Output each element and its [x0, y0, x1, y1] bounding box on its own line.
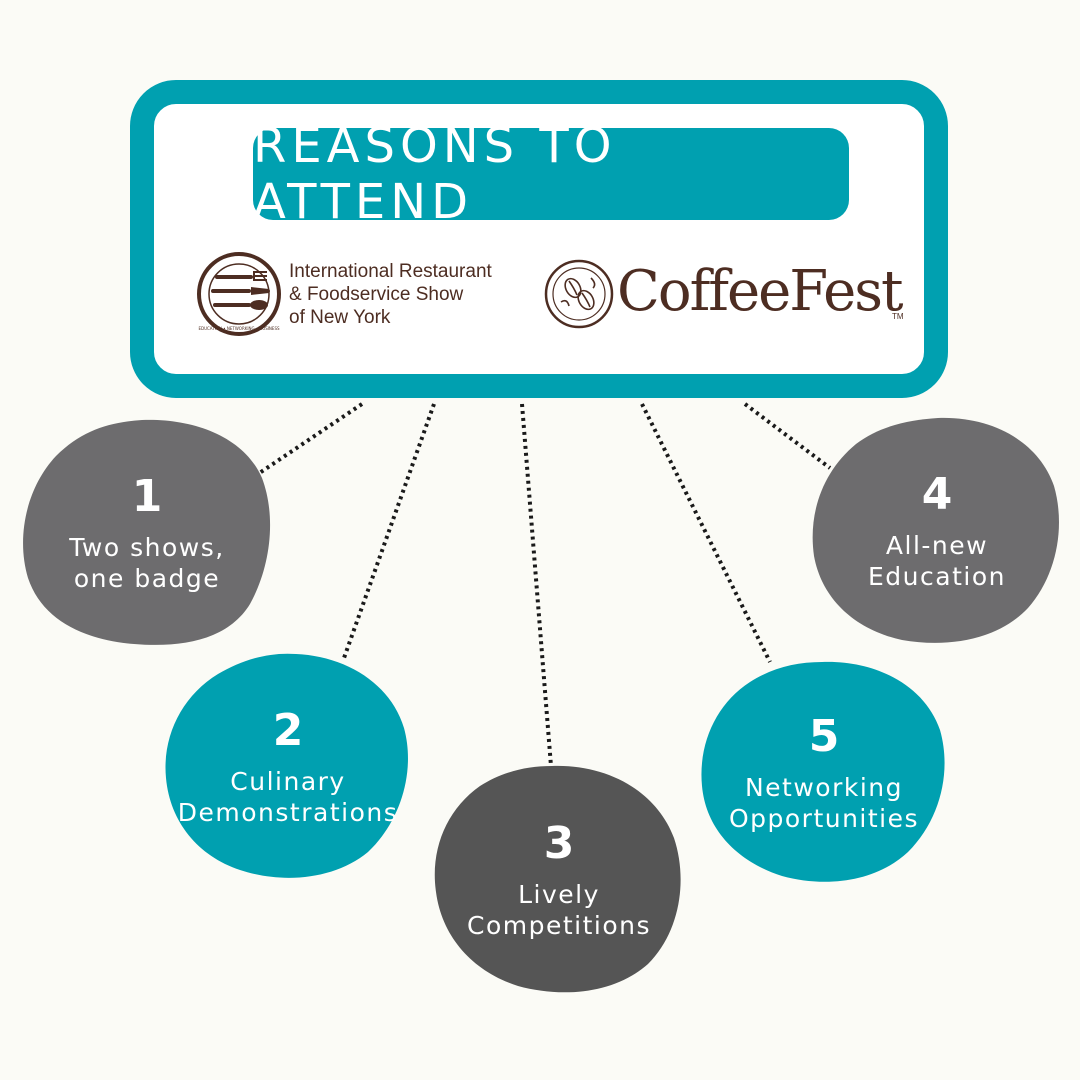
reason-5-number: 5 [808, 711, 840, 762]
cutlery-seal-icon: EDUCATION • NETWORKING • BUSINESS [197, 252, 281, 336]
reason-3: 3 Lively Competitions [434, 764, 684, 996]
reason-2-blob [165, 653, 408, 878]
coffee-bean-seal-icon [544, 259, 614, 329]
connector-5 [640, 403, 772, 663]
coffee-fest-wordmark: CoffeeFest [617, 259, 903, 324]
reason-5-label-line2: Opportunities [728, 804, 920, 833]
restaurant-show-line2: & Foodservice Show [289, 284, 464, 305]
reason-4-number: 4 [921, 469, 953, 520]
reason-1: 1 Two shows, one badge [22, 418, 272, 648]
page-title: REASONS TO ATTEND [253, 118, 849, 230]
reason-1-number: 1 [131, 471, 163, 522]
reason-4: 4 All-new Education [812, 416, 1062, 646]
reason-1-blob [23, 419, 271, 645]
restaurant-show-logo: EDUCATION • NETWORKING • BUSINESS Intern… [197, 250, 537, 340]
connector-1 [256, 402, 364, 476]
reason-4-blob [812, 417, 1059, 643]
reason-4-label-line1: All-new [885, 531, 989, 560]
header-frame [130, 80, 948, 398]
reason-3-number: 3 [543, 818, 575, 869]
restaurant-show-line3: of New York [289, 307, 391, 328]
reason-3-blob [434, 765, 681, 993]
restaurant-show-name: International Restaurant & Foodservice S… [289, 260, 539, 329]
reason-3-label-line1: Lively [518, 880, 600, 909]
trademark-mark: TM [892, 312, 904, 321]
reason-1-label-line1: Two shows, [69, 533, 225, 562]
reason-4-label-line2: Education [868, 562, 1006, 591]
svg-text:EDUCATION • NETWORKING • BUSIN: EDUCATION • NETWORKING • BUSINESS [198, 326, 280, 331]
reason-5: 5 Networking Opportunities [700, 660, 948, 886]
restaurant-show-line1: International Restaurant [289, 261, 492, 282]
coffee-fest-logo: CoffeeFest TM [543, 258, 904, 330]
reason-5-blob [701, 661, 945, 882]
reason-3-label-line2: Competitions [466, 911, 651, 940]
reason-1-label-line2: one badge [73, 564, 221, 593]
reason-2: 2 Culinary Demonstrations [164, 652, 412, 882]
reason-2-label-line2: Demonstrations [177, 798, 399, 827]
reason-5-label-line1: Networking [744, 773, 904, 802]
connector-2 [342, 403, 436, 659]
reason-2-label-line1: Culinary [230, 767, 346, 796]
reason-2-number: 2 [272, 705, 304, 756]
connector-3 [520, 403, 553, 767]
